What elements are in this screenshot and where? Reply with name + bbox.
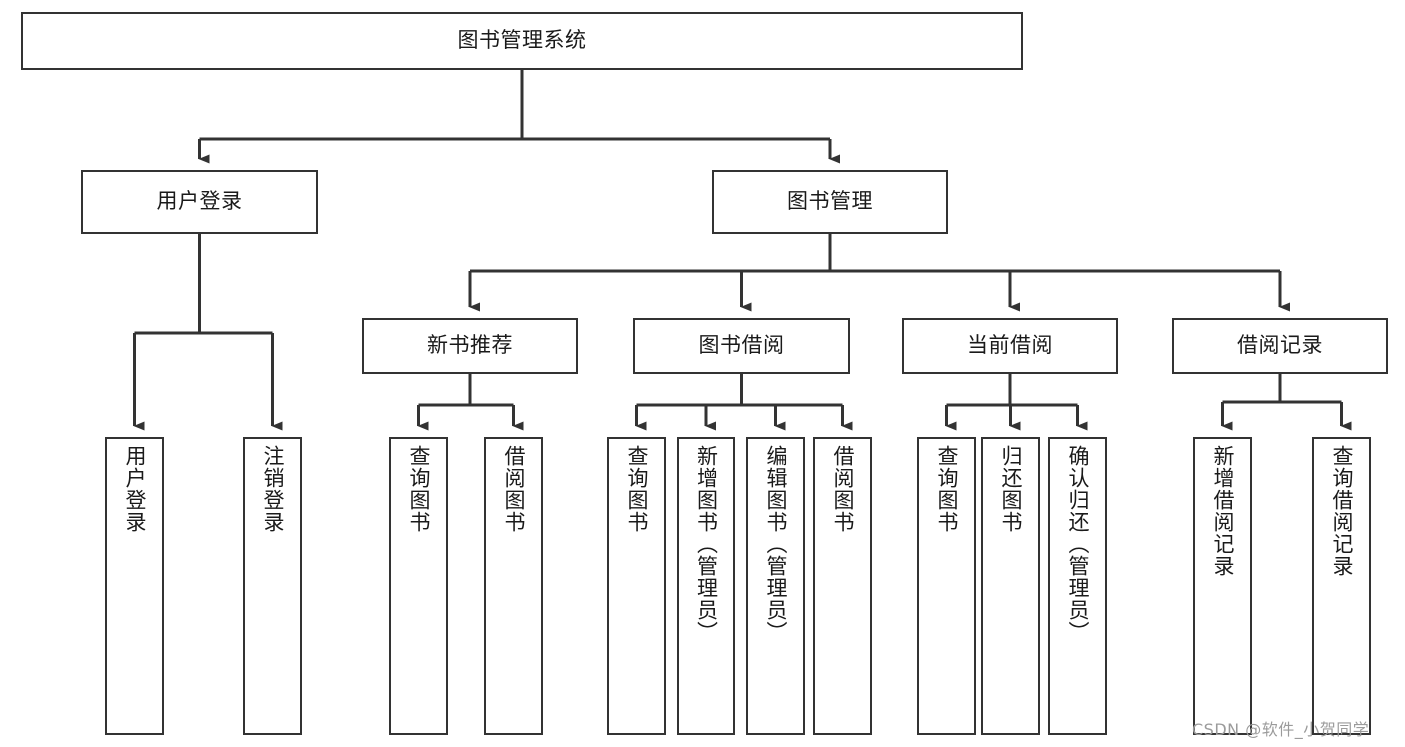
leaf-user-logout-label: 注销登录	[260, 445, 285, 533]
node-root[interactable]: 图书管理系统	[21, 12, 1023, 70]
leaf-query-book-recommend-label: 查询图书	[406, 445, 431, 533]
leaf-query-book-borrow[interactable]: 查询图书	[607, 437, 666, 735]
leaf-user-logout[interactable]: 注销登录	[243, 437, 302, 735]
node-root-label: 图书管理系统	[457, 28, 587, 53]
leaf-query-borrow-record[interactable]: 查询借阅记录	[1312, 437, 1371, 735]
node-borrow-record[interactable]: 借阅记录	[1172, 318, 1388, 374]
leaf-confirm-return-admin-label: 确认归还（管理员）	[1065, 445, 1090, 643]
node-book-borrow[interactable]: 图书借阅	[633, 318, 850, 374]
node-new-book-recommend-label: 新书推荐	[427, 333, 513, 358]
node-borrow-record-label: 借阅记录	[1237, 333, 1323, 358]
leaf-borrow-book-borrow-label: 借阅图书	[830, 445, 855, 533]
leaf-user-login[interactable]: 用户登录	[105, 437, 164, 735]
node-current-borrow[interactable]: 当前借阅	[902, 318, 1118, 374]
leaf-return-book-label: 归还图书	[998, 445, 1023, 533]
node-new-book-recommend[interactable]: 新书推荐	[362, 318, 578, 374]
csdn-watermark: CSDN @软件_小贺同学	[1192, 720, 1370, 739]
node-user-login-label: 用户登录	[156, 189, 243, 214]
node-book-manage[interactable]: 图书管理	[712, 170, 948, 234]
leaf-edit-book-admin[interactable]: 编辑图书（管理员）	[746, 437, 805, 735]
leaf-query-book-current[interactable]: 查询图书	[917, 437, 976, 735]
leaf-add-book-admin-label: 新增图书（管理员）	[694, 445, 719, 643]
node-book-manage-label: 图书管理	[787, 189, 873, 214]
leaf-query-book-current-label: 查询图书	[934, 445, 959, 533]
leaf-return-book[interactable]: 归还图书	[981, 437, 1040, 735]
leaf-query-book-recommend[interactable]: 查询图书	[389, 437, 448, 735]
leaf-add-borrow-record[interactable]: 新增借阅记录	[1193, 437, 1252, 735]
leaf-add-book-admin[interactable]: 新增图书（管理员）	[677, 437, 735, 735]
leaf-borrow-book-borrow[interactable]: 借阅图书	[813, 437, 872, 735]
leaf-borrow-book-recommend[interactable]: 借阅图书	[484, 437, 543, 735]
leaf-edit-book-admin-label: 编辑图书（管理员）	[763, 445, 788, 643]
node-current-borrow-label: 当前借阅	[967, 333, 1053, 358]
leaf-query-book-borrow-label: 查询图书	[624, 445, 649, 533]
node-user-login[interactable]: 用户登录	[81, 170, 318, 234]
leaf-add-borrow-record-label: 新增借阅记录	[1210, 445, 1235, 577]
leaf-query-borrow-record-label: 查询借阅记录	[1329, 445, 1354, 577]
leaf-borrow-book-recommend-label: 借阅图书	[501, 445, 526, 533]
leaf-confirm-return-admin[interactable]: 确认归还（管理员）	[1048, 437, 1107, 735]
node-book-borrow-label: 图书借阅	[698, 333, 785, 358]
leaf-user-login-label: 用户登录	[122, 445, 147, 533]
